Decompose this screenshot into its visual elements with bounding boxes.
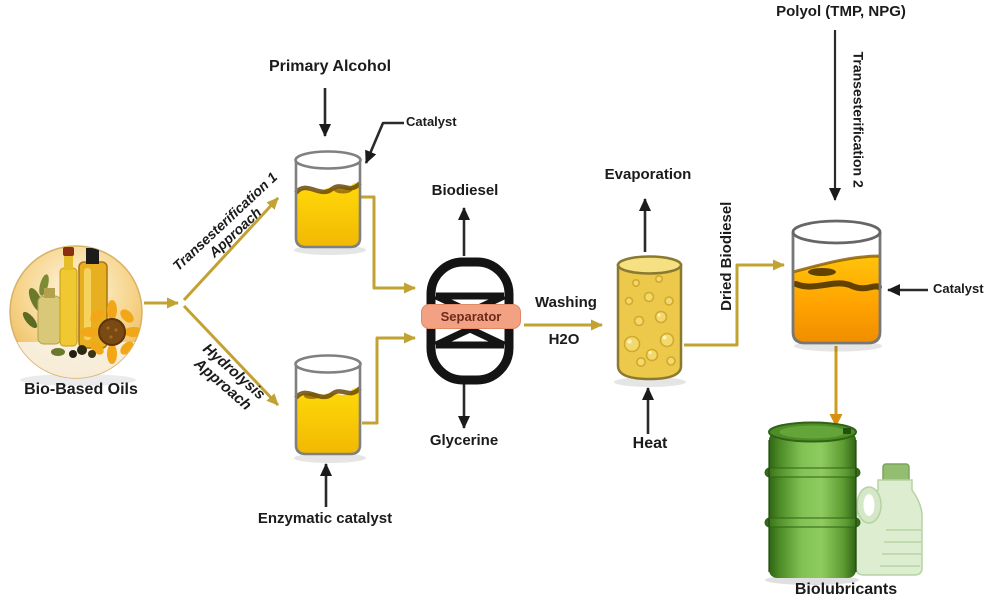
dried-biodiesel-label: Dried Biodiesel xyxy=(717,201,735,311)
arrow-catalyst-reactor1 xyxy=(364,121,404,164)
primary-alcohol-label: Primary Alcohol xyxy=(268,58,392,75)
sunflower-icon xyxy=(80,300,142,364)
evaporation-label: Evaporation xyxy=(604,166,692,183)
bio-based-oils-label: Bio-Based Oils xyxy=(24,381,138,398)
biodiesel-label: Biodiesel xyxy=(431,182,499,199)
polyol-label: Polyol (TMP, NPG) xyxy=(776,3,906,20)
washing-label: Washing xyxy=(535,294,597,311)
flow-arrows-yellow xyxy=(144,195,843,427)
biolubricant-barrel xyxy=(764,421,861,585)
h2o-label: H2O xyxy=(548,331,580,348)
arrow-dried-biodiesel xyxy=(684,259,785,347)
wash-vessel xyxy=(614,255,686,387)
catalyst-reactor3-label: Catalyst xyxy=(933,281,984,296)
transesterification2-label: Transesterification 2 xyxy=(850,51,867,188)
arrow-branch-top xyxy=(182,196,280,302)
reactor3-vessel xyxy=(791,219,882,352)
arrow-reactor1-to-separator xyxy=(357,195,416,294)
biolubricants-label: Biolubricants xyxy=(794,581,898,598)
arrow-branch-bottom xyxy=(182,304,280,407)
catalyst-reactor1-label: Catalyst xyxy=(406,114,457,129)
reactor1-vessel xyxy=(294,150,366,255)
bio-based-oils-image xyxy=(9,245,143,386)
separator-label: Separator xyxy=(421,304,521,329)
heat-label: Heat xyxy=(632,435,668,452)
flow-arrows-black xyxy=(319,30,928,507)
arrow-reactor2-to-separator xyxy=(362,332,416,425)
glycerine-label: Glycerine xyxy=(429,432,499,449)
enzymatic-catalyst-label: Enzymatic catalyst xyxy=(257,510,393,527)
reactor2-vessel xyxy=(294,354,366,463)
biolubricant-jug xyxy=(855,463,923,576)
